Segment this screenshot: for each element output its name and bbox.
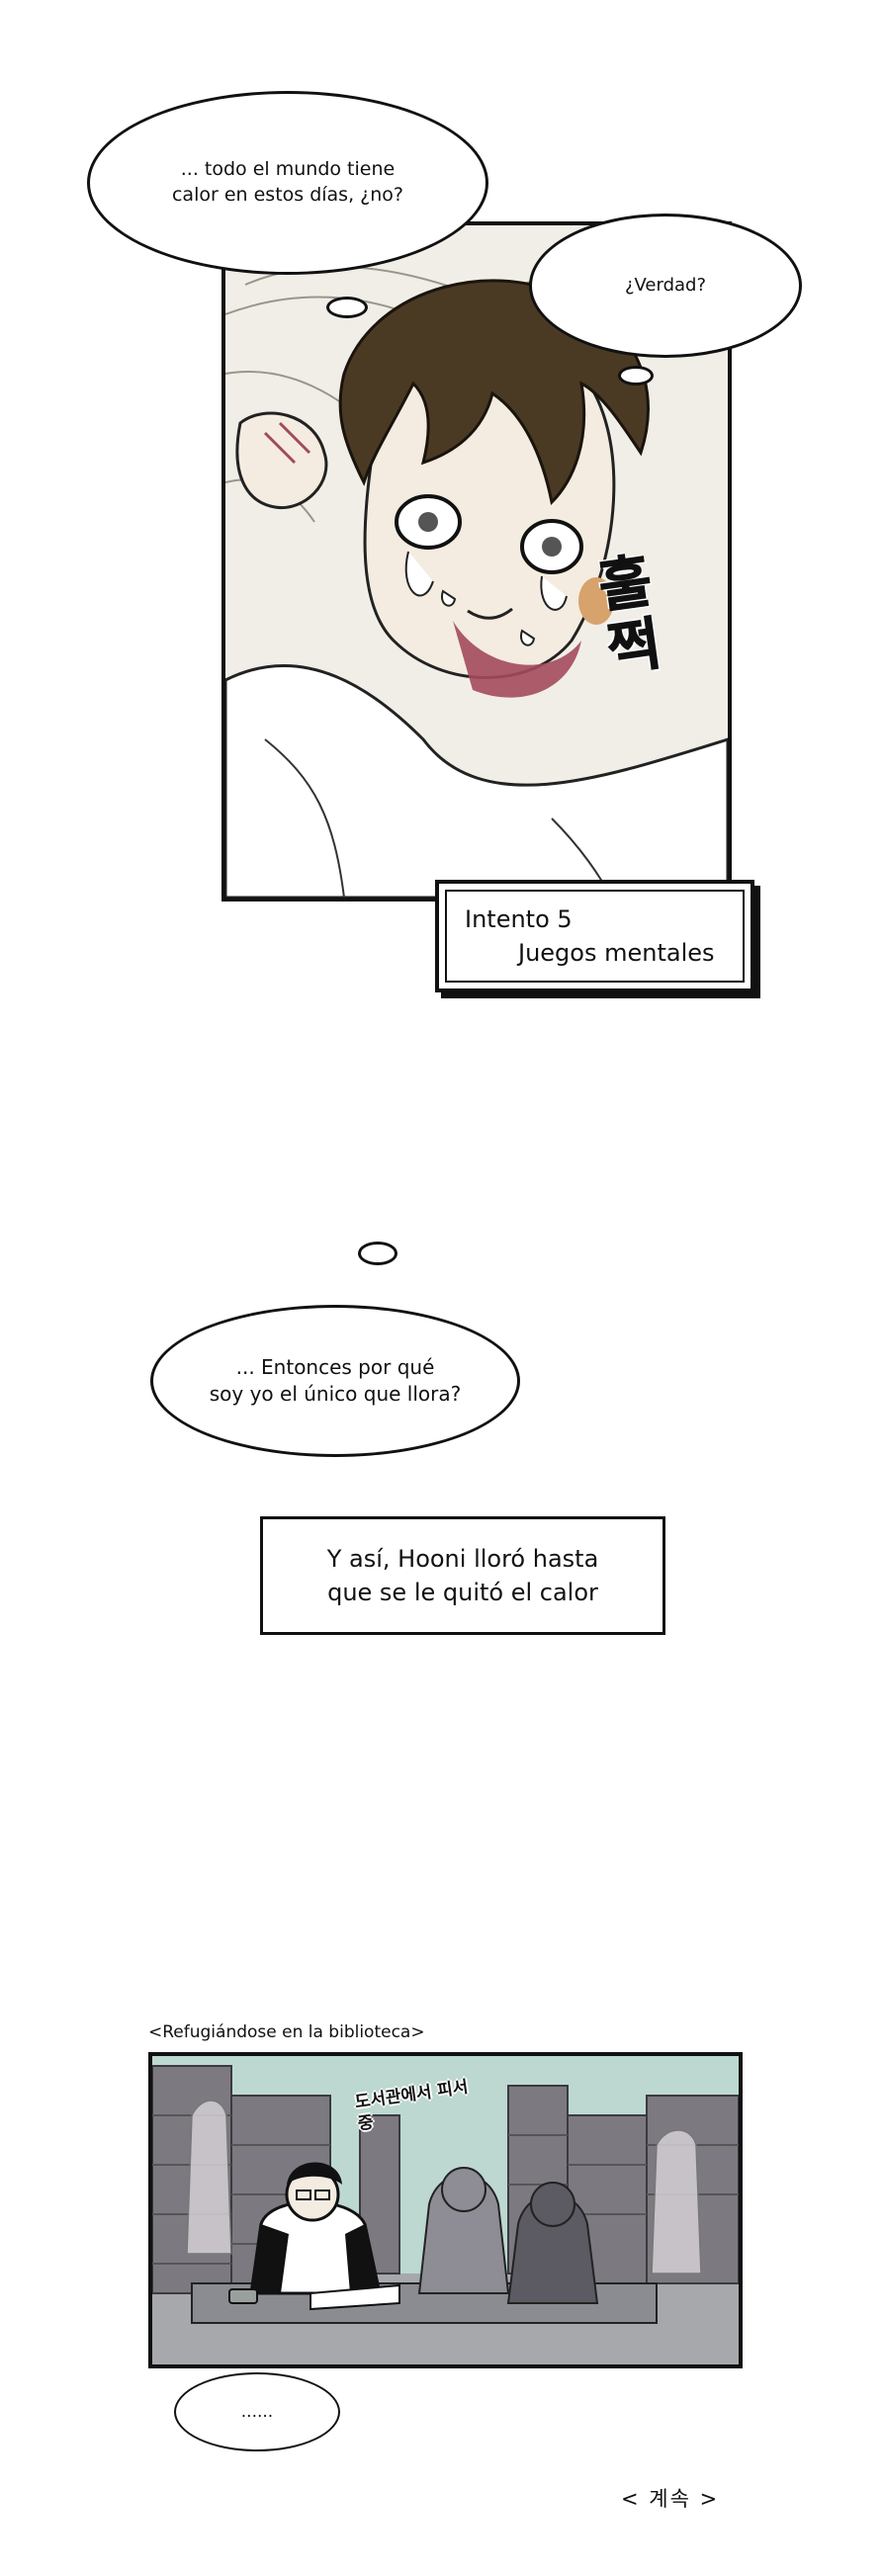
narration-line-1: Y así, Hooni lloró hasta (326, 1545, 599, 1573)
thought-line-2: soy yo el único que llora? (209, 1382, 462, 1406)
bubble-text-verdad: ¿Verdad? (624, 274, 707, 296)
thought-puff (618, 366, 654, 386)
thought-puff (326, 297, 368, 318)
chapter-number: Intento 5 (465, 905, 573, 933)
bubble-line-1: ... todo el mundo tiene (180, 158, 396, 181)
narration-line-2: que se le quitó el calor (327, 1579, 598, 1606)
speech-bubble-ellipsis: ...... (174, 2372, 340, 2451)
thought-puff (358, 1242, 397, 1265)
chapter-title: Juegos mentales (518, 939, 715, 967)
sfx-sniff: 훌쩍 (582, 549, 742, 731)
ellipsis-text: ...... (240, 2401, 274, 2422)
narration-box: Y así, Hooni lloró hasta que se le quitó… (260, 1516, 665, 1635)
thought-bubble-middle: ... Entonces por qué soy yo el único que… (150, 1305, 520, 1457)
library-caption: <Refugiándose en la biblioteca> (148, 2022, 425, 2042)
chapter-title-box: Intento 5 Juegos mentales (435, 880, 754, 992)
thought-line-1: ... Entonces por qué (235, 1355, 435, 1379)
sfx-text: 훌쩍 (582, 549, 667, 685)
to-be-continued: < 계속 > (621, 2487, 720, 2511)
panel-library: 도서관에서 피서중 (148, 2052, 743, 2368)
bubble-line-2: calor en estos días, ¿no? (171, 184, 403, 206)
library-illustration (152, 2065, 739, 2364)
speech-bubble-top-left: ... todo el mundo tiene calor en estos d… (87, 91, 488, 275)
speech-bubble-top-right: ¿Verdad? (529, 214, 802, 358)
